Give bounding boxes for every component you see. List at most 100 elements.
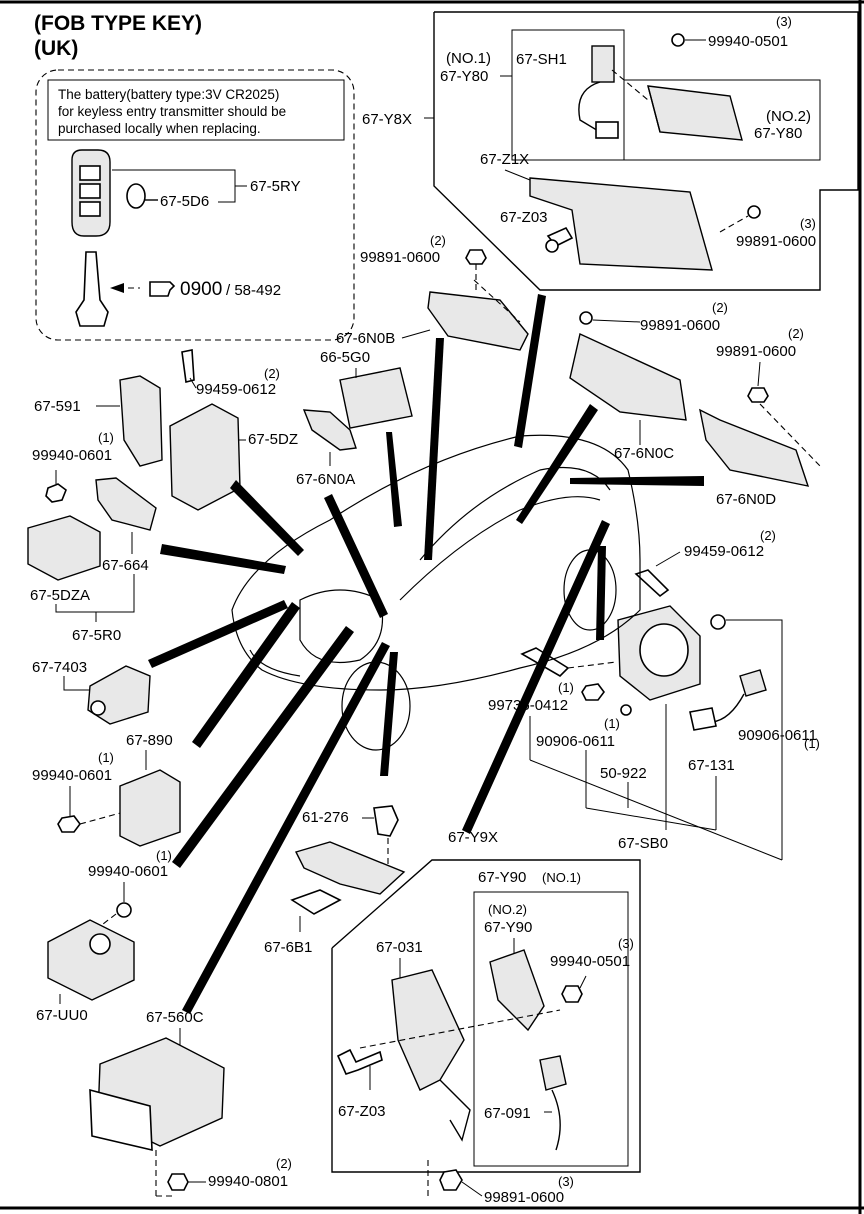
label-99735-0412: 99735-0412	[488, 697, 568, 714]
qty-99891-0600-a: (3)	[800, 216, 816, 231]
nut-icon-6N0B	[465, 249, 487, 265]
label-99940-0801: 99940-0801	[208, 1173, 288, 1190]
label-99940-0601-b: 99940-0601	[32, 767, 112, 784]
nut-icon-UU0	[116, 902, 132, 918]
qty-99940-0601-c: (1)	[156, 848, 172, 863]
reference-page: / 58-492	[226, 282, 281, 299]
label-99459-0612-b: 99459-0612	[684, 543, 764, 560]
assembly-67-Y8X: 67-Y8X (NO.1) 67-Y80 67-SH1 (NO.2) 67-Y8…	[362, 11, 859, 291]
label-67-Y90-no2: 67-Y90	[484, 919, 532, 936]
label-67-6N0A: 67-6N0A	[296, 471, 355, 488]
battery-note-line1: The battery(battery type:3V CR2025)	[58, 87, 279, 102]
label-99891-0600-d: 99891-0600	[716, 343, 796, 360]
module-67-5DZ	[169, 403, 241, 511]
label-67-6N0B: 67-6N0B	[336, 330, 395, 347]
label-67-Y90-no1: 67-Y90	[478, 869, 526, 886]
diagram-title: (FOB TYPE KEY)	[34, 12, 202, 35]
label-67-Y9X: 67-Y9X	[448, 829, 498, 846]
qty-99940-0801: (2)	[276, 1156, 292, 1171]
label-66-5G0: 66-5G0	[320, 349, 370, 366]
label-61-276: 61-276	[302, 809, 349, 826]
unit-67-890-group: 67-890 (1) 99940-0601	[32, 732, 181, 847]
qty-90906-0611-b: (1)	[804, 736, 820, 751]
label-67-131: 67-131	[688, 757, 735, 774]
bolt-99459-0612	[181, 349, 195, 383]
qty-99891-0600-d: (2)	[788, 326, 804, 341]
sensor-67-131	[739, 669, 767, 697]
label-67-5DZA: 67-5DZA	[30, 587, 90, 604]
label-99459-0612-a: 99459-0612	[196, 381, 276, 398]
label-67-Y80-no1: 67-Y80	[440, 68, 488, 85]
label-67-Z1X: 67-Z1X	[480, 151, 529, 168]
battery-note-line3: purchased locally when replacing.	[58, 121, 261, 136]
label-67-6B1: 67-6B1	[264, 939, 312, 956]
qty-99940-0601-b: (1)	[98, 750, 114, 765]
label-67-Y8X: 67-Y8X	[362, 111, 412, 128]
nut-icon-560C	[167, 1173, 189, 1191]
label-90906-0611-a: 90906-0611	[536, 733, 615, 750]
antenna-67-6N0D	[699, 408, 810, 487]
label-67-5DZ: 67-5DZ	[248, 431, 298, 448]
label-99891-0600-a: 99891-0600	[736, 233, 816, 250]
label-67-664: 67-664	[102, 557, 149, 574]
qty-99891-0600-b: (2)	[430, 233, 446, 248]
nut-icon-890	[57, 815, 81, 833]
clip-61-276	[373, 805, 399, 837]
assembly-67-SB0: (2) 99459-0612 (1) 99735-0412 (1) 90906-…	[488, 528, 820, 861]
nut-icon-5R0	[45, 483, 67, 503]
module-67-Y80	[647, 85, 743, 141]
nut-icon	[671, 33, 685, 47]
label-67-5D6: 67-5D6	[160, 193, 209, 210]
bracket-67-591	[119, 375, 163, 467]
sensor-67-091	[539, 1055, 567, 1091]
bracket-67-Z1X	[529, 177, 713, 271]
qty-99735-0412: (1)	[558, 680, 574, 695]
unit-66-5G0-group: 66-5G0	[320, 349, 413, 429]
module-67-5DZ-group: (2) 99459-0612 67-591 67-5DZ	[34, 349, 298, 511]
antenna-67-6N0B	[427, 291, 529, 351]
qty-99940-0501-b: (3)	[618, 936, 634, 951]
antenna-67-6N0D-group: (2) 99891-0600 67-6N0D	[699, 326, 821, 508]
label-99940-0501-top: 99940-0501	[708, 33, 788, 50]
module-67-560C-group: 67-560C (2) 99940-0801	[89, 1009, 292, 1197]
leader-wedges	[148, 294, 704, 1014]
label-no1-bottom: (NO.1)	[542, 870, 581, 885]
label-67-Z03-top: 67-Z03	[500, 209, 548, 226]
nut-icon-Y9X-bottom	[439, 1169, 463, 1191]
nut-icon-right	[747, 205, 761, 219]
bolt-99459-0612-b	[634, 569, 670, 598]
qty-99459-0612-a: (2)	[264, 366, 280, 381]
label-99891-0600-c: 99891-0600	[640, 317, 720, 334]
label-67-890: 67-890	[126, 732, 173, 749]
label-67-591: 67-591	[34, 398, 81, 415]
label-99891-0600-b: 99891-0600	[360, 249, 440, 266]
qty-99891-0600-e: (3)	[558, 1174, 574, 1189]
label-67-5R0: 67-5R0	[72, 627, 121, 644]
label-90906-0611-b: 90906-0611	[738, 727, 817, 744]
vehicle-outline	[231, 434, 641, 751]
label-67-6N0C: 67-6N0C	[614, 445, 674, 462]
reference-number: 0900	[180, 279, 222, 300]
unit-66-5G0	[339, 367, 413, 429]
unit-67-890	[119, 769, 181, 847]
assembly-67-Y9X: 67-Y9X 67-Y90 (NO.1) (NO.2) 67-Y90 (3) 9…	[331, 829, 641, 1206]
diagram-subtitle: (UK)	[34, 37, 78, 60]
antenna-67-6N0A	[302, 409, 357, 451]
qty-90906-0611-a: (1)	[604, 716, 620, 731]
antenna-67-6N0B-group: (2) 99891-0600 67-6N0B	[336, 233, 529, 351]
nut-icon-Y9X	[561, 985, 583, 1003]
label-67-5RY: 67-5RY	[250, 178, 301, 195]
label-67-6N0D: 67-6N0D	[716, 491, 776, 508]
key-fob-group: The battery(battery type:3V CR2025) for …	[35, 69, 355, 341]
battery-icon	[126, 183, 146, 209]
label-67-Y80-no2: 67-Y80	[754, 125, 802, 142]
label-99940-0501-b: 99940-0501	[550, 953, 630, 970]
unit-67-UU0-group: (1) 99940-0601 67-UU0	[36, 848, 172, 1024]
label-67-Z03-bottom: 67-Z03	[338, 1103, 386, 1120]
mechanical-key-icon	[75, 251, 109, 327]
label-67-7403: 67-7403	[32, 659, 87, 676]
label-no2-top: (NO.2)	[766, 108, 811, 125]
qty-99940-0501-top: (3)	[776, 14, 792, 29]
bolt-67-Z03-bottom	[336, 1048, 383, 1075]
antenna-67-6N0C	[569, 333, 687, 421]
